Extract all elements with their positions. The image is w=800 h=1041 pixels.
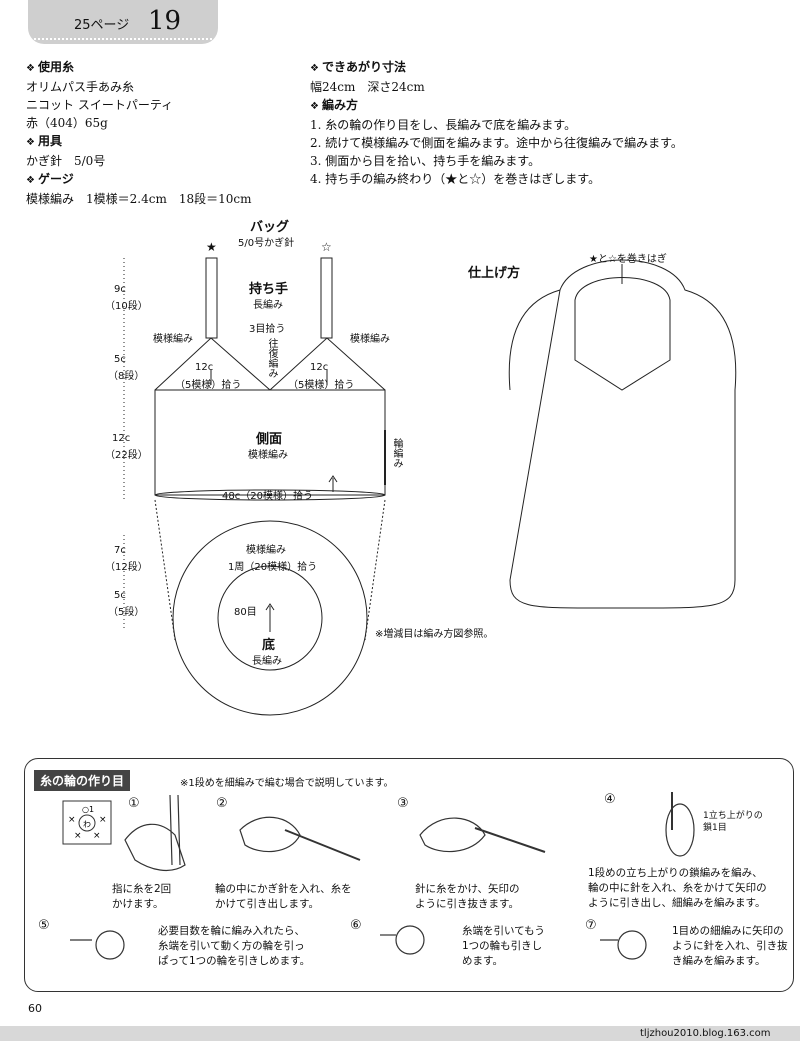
step-text: 指に糸を2回 かけます。 <box>112 883 172 910</box>
dim-12c: 12c <box>112 433 131 444</box>
howto-box <box>24 758 794 992</box>
svg-text:○1: ○1 <box>82 805 94 814</box>
footer-site: tljzhou2010.blog.163.com <box>640 1028 771 1039</box>
step-text: 輪の中にかぎ針を入れ、糸を かけて引き出します。 <box>215 883 352 910</box>
step-text: 針に糸をかけ、矢印の ように引き抜きます。 <box>415 883 520 910</box>
dim-10-rows: （10段） <box>105 301 148 312</box>
svg-text:×: × <box>99 815 107 825</box>
dim-9c: 9c <box>114 284 126 295</box>
diagram-title: バッグ <box>250 220 290 235</box>
bottom-pattern-label: 模様編み <box>246 545 286 556</box>
dim-22-rows: （22段） <box>105 450 148 461</box>
dim-5-rows: （5段） <box>108 607 145 618</box>
gauge-heading: ゲージ <box>26 170 296 190</box>
pick12-left: 12c <box>195 362 214 373</box>
method-section: できあがり寸法 幅24cm 深さ24cm 編み方 1. 糸の輪の作り目をし、長編… <box>310 58 780 188</box>
bottom-label: 底 <box>262 638 276 653</box>
step-number: ② <box>216 796 228 811</box>
step-illustrations <box>70 792 695 960</box>
svg-text:×: × <box>74 831 82 841</box>
step-number: ⑥ <box>350 918 362 933</box>
step-number: ⑤ <box>38 918 50 933</box>
step-number: ④ <box>604 792 616 807</box>
step-text: 1目めの細編みに矢印の ように針を入れ、引き抜 き編みを編みます。 <box>672 925 788 967</box>
step-side-note: 1立ち上がりの 鎖1目 <box>703 811 763 833</box>
method-step: 4. 持ち手の編み終わり（★と☆）を巻きはぎします。 <box>310 172 601 186</box>
svg-text:わ: わ <box>83 820 91 829</box>
bag-diagram-drawing <box>123 257 737 716</box>
dim-5c-bottom: 5c <box>114 590 126 601</box>
step-text: 必要目数を輪に編み入れたら、 糸端を引いて動く方の輪を引っ ぱって1つの輪を引き… <box>158 925 311 967</box>
dim-12-rows: （12段） <box>105 562 148 573</box>
method-step: 2. 続けて模様編みで側面を編みます。途中から往復編みで編みます。 <box>310 136 683 150</box>
method-heading: 編み方 <box>310 96 780 116</box>
handle-label: 持ち手 <box>249 282 289 297</box>
bottom-80-label: 80目 <box>234 607 257 618</box>
step-text: 1段めの立ち上がりの鎖編みを編み、 輪の中に針を入れ、糸をかけて矢印の ように引… <box>588 867 767 909</box>
pattern-left-label: 模様編み <box>153 334 193 345</box>
pick12-left-detail: （5模様）拾う <box>175 380 242 391</box>
side-stitch: 模様編み <box>248 450 288 461</box>
svg-text:×: × <box>68 815 76 825</box>
howto-note: ※1段めを細編みで編む場合で説明しています。 <box>180 778 394 789</box>
back-forth-label: 往復編み <box>266 338 277 378</box>
size-heading: できあがり寸法 <box>310 58 780 78</box>
gauge-line: 模様編み 1模様＝2.4cm 18段＝10cm <box>26 192 252 206</box>
size-line: 幅24cm 深さ24cm <box>310 80 425 94</box>
pick12-right: 12c <box>310 362 329 373</box>
pattern-number: 19 <box>148 6 182 36</box>
black-star-icon: ★ <box>206 240 217 254</box>
increase-note: ※増減目は編み方図参照。 <box>375 629 494 640</box>
step-number: ⑦ <box>585 918 597 933</box>
ring-label: 輪編み <box>391 438 402 468</box>
dim-8-rows: （8段） <box>108 371 145 382</box>
bottom-pick-label: 1周（20模様）拾う <box>228 562 318 573</box>
tools-heading: 用具 <box>26 132 296 152</box>
page-number: 60 <box>28 1002 42 1015</box>
method-step: 3. 側面から目を拾い、持ち手を編みます。 <box>310 154 541 168</box>
yarn-line: ニコット スイートパーティ <box>26 98 174 112</box>
yarn-heading: 使用糸 <box>26 58 296 78</box>
needle-label: 5/0号かぎ針 <box>238 238 295 249</box>
yarn-line: オリムパス手あみ糸 <box>26 80 135 94</box>
materials-section: 使用糸 オリムパス手あみ糸 ニコット スイートパーティ 赤（404）65g 用具… <box>26 58 296 208</box>
pick12-right-detail: （5模様）拾う <box>288 380 355 391</box>
pattern-right-label: 模様編み <box>350 334 390 345</box>
dim-7c: 7c <box>114 545 126 556</box>
tools-line: かぎ針 5/0号 <box>26 154 106 168</box>
step-text: 糸端を引いてもう 1つの輪も引きし めます。 <box>462 925 545 967</box>
method-step: 1. 糸の輪の作り目をし、長編みで底を編みます。 <box>310 118 577 132</box>
pick3-label: 3目拾う <box>249 324 286 335</box>
ring-symbol-diagram: わ × × × × ○1 <box>62 800 112 845</box>
dim-5c: 5c <box>114 354 126 365</box>
handle-stitch: 長編み <box>253 300 283 311</box>
finishing-title: 仕上げ方 <box>468 266 521 281</box>
pick48-label: 48c（20模様）拾う <box>222 491 313 502</box>
finishing-note: ★と☆を巻きはぎ <box>589 254 667 265</box>
step-number: ③ <box>397 796 409 811</box>
bottom-stitch: 長編み <box>252 656 282 667</box>
header-tab <box>28 0 218 44</box>
step-number: ① <box>128 796 140 811</box>
page-reference: 25ページ <box>74 18 130 33</box>
svg-text:×: × <box>93 831 101 841</box>
white-star-icon: ☆ <box>321 240 332 254</box>
footer-bar <box>0 1026 800 1041</box>
howto-title: 糸の輪の作り目 <box>34 770 131 791</box>
yarn-line: 赤（404）65g <box>26 116 108 130</box>
side-label: 側面 <box>256 432 283 447</box>
